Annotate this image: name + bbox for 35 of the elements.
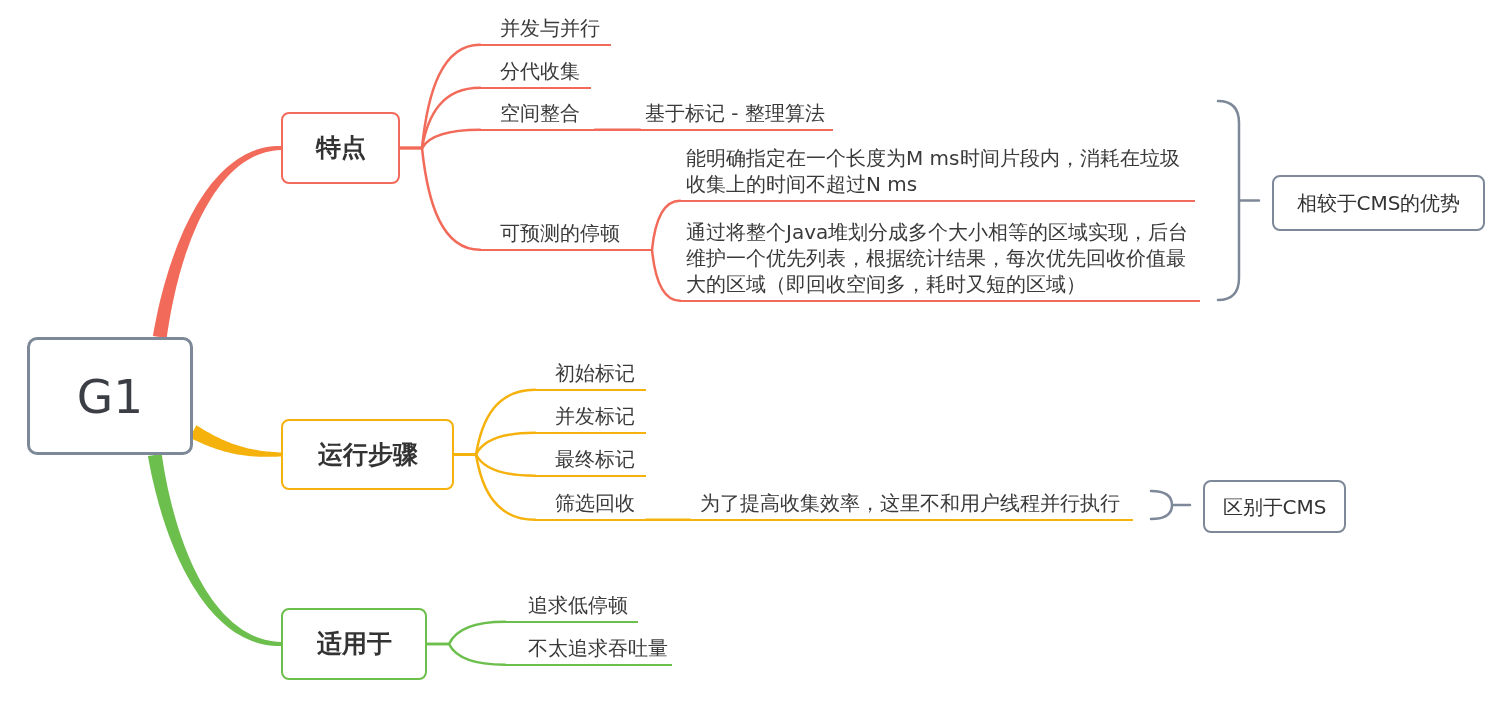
topic-text: 空间整合	[500, 100, 580, 127]
connector-line	[425, 642, 507, 666]
topic-title: G1	[76, 372, 144, 420]
topic-text: 筛选回收	[555, 490, 635, 517]
connector-line	[452, 453, 537, 521]
central-topic-box	[27, 337, 193, 455]
summary-text: 区别于CMS	[1222, 494, 1327, 519]
topic-text: 通过将整个Java堆划分成多个大小相等的区域实现，后台维护一个优先列表，根据统计结果，每次优先回收价值最大的区域（即回收空间多，耗时又短的区域）	[686, 219, 1190, 298]
connector-line	[650, 248, 682, 302]
summary-box	[1203, 480, 1346, 533]
topic-box	[281, 608, 427, 680]
topic-box	[281, 419, 454, 490]
topic-text: 初始标记	[555, 360, 635, 387]
connector-line	[593, 128, 642, 131]
connector-line	[644, 518, 692, 521]
branch-line	[152, 146, 281, 339]
topic-box	[281, 112, 400, 184]
topic-text: 为了提高收集效率，这里不和用户线程并行执行	[700, 490, 1120, 517]
summary-box	[1272, 175, 1485, 231]
topic-text: 可预测的停顿	[500, 220, 620, 247]
summary-text: 相较于CMS的优势	[1296, 191, 1461, 215]
topic-text: 能明确指定在一个长度为M ms时间片段内，消耗在垃圾收集上的时间不超过N ms	[686, 145, 1181, 198]
topic-text: 特点	[315, 133, 366, 163]
topic-text: 追求低停顿	[528, 592, 628, 619]
connector-line	[650, 199, 682, 251]
topic-text: 适用于	[316, 629, 392, 659]
topic-text: 运行步骤	[317, 439, 418, 470]
topic-text: 并发与并行	[500, 15, 600, 42]
topic-text: 并发标记	[555, 403, 635, 430]
topic-text: 基于标记 - 整理算法	[645, 100, 825, 127]
branch-line	[147, 453, 281, 646]
connector-line	[398, 146, 482, 251]
topic-text: 最终标记	[555, 446, 635, 473]
topic-text: 不太追求吞吐量	[528, 635, 668, 662]
topic-text: 分代收集	[500, 58, 580, 85]
